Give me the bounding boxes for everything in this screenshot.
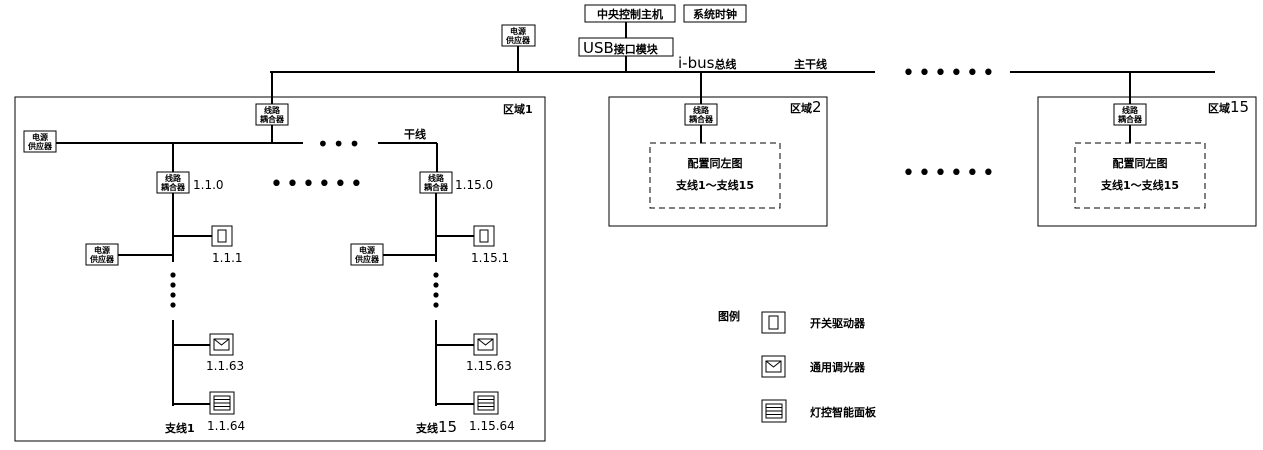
line15-power-line2: 供应器 [354,254,380,264]
line1-dev64-addr: 1.1.64 [207,419,245,433]
system-clock-label: 系统时钟 [693,7,737,21]
line15-vdot [433,282,439,288]
line1-vdot [170,282,176,288]
area1-power-line2: 供应器 [27,141,53,151]
lines-ellipsis: •••••• [270,172,366,197]
line15-power-line1: 电源 [359,245,375,255]
areas-ellipsis: •••••• [902,161,998,186]
area2-label: 区域2 [790,98,822,116]
line15-coupler-addr: 1.15.0 [455,178,493,192]
main-trunk-label: 主干线 [794,57,827,71]
area15-coupler-line2: 耦合器 [1118,114,1143,124]
line15-vdot [433,292,439,298]
area2-coupler-line1: 线路 [693,105,710,115]
area1-power-supply [23,130,57,153]
line15-vdot [433,272,439,278]
line1-dev1-addr: 1.1.1 [212,251,243,265]
line15-coupler-line2: 耦合器 [424,182,449,192]
area15-config-range: 支线1～支线15 [1100,178,1179,192]
legend-dimmer-inner [765,360,782,373]
line1-name: 支线1 [164,421,195,435]
area1-trunk-ellipsis: ••• [317,132,364,156]
line1-vdot [170,302,176,308]
line1-dev1-switch-inner [217,229,227,243]
line1-coupler-line1: 线路 [165,173,182,183]
legend-switch-inner [768,315,779,330]
area1-coupler-line1: 线路 [264,105,281,115]
area1-coupler-line2: 耦合器 [260,114,285,124]
line1-power-line2: 供应器 [89,254,115,264]
trunk-ellipsis: •••••• [902,61,998,86]
system-clock-box [683,4,747,23]
legend-panel-label: 灯控智能面板 [810,405,877,419]
legend-dimmer-label: 通用调光器 [810,360,866,374]
power-supply-top-line1: 电源 [510,26,526,36]
line1-dev63-addr: 1.1.63 [206,359,244,373]
area1-trunk-label: 干线 [404,127,426,141]
area15-coupler-line1: 线路 [1122,105,1139,115]
line1-dev1-switch-icon [211,225,233,247]
area2-coupler-line2: 耦合器 [689,114,714,124]
line1-coupler-line2: 耦合器 [161,182,186,192]
area15-config-box [1074,142,1206,209]
usb-module-label: USB接口模块 [583,39,659,57]
line1-dev63-dimmer-mark [213,338,230,346]
area15-box [1037,96,1257,227]
line15-vdot [433,302,439,308]
line15-dev63-dimmer-mark [477,338,494,346]
line15-dev64-addr: 1.15.64 [469,419,515,433]
legend-dimmer-mark [765,360,782,368]
line1-power-line1: 电源 [94,245,110,255]
line1-vdot [170,272,176,278]
line15-dev1-switch-icon [473,225,495,247]
line1-dev63-dimmer-inner [213,338,230,351]
area15-label: 区域15 [1208,98,1249,116]
area1-label: 区域1 [503,102,533,116]
central-controller-box [584,4,676,23]
ibus-label: i-bus总线 [678,54,736,72]
line15-dev1-addr: 1.15.1 [471,251,509,265]
area15-config-title: 配置同左图 [1113,156,1168,170]
line15-dev63-addr: 1.15.63 [466,359,512,373]
line15-coupler-line1: 线路 [428,173,445,183]
line15-dev1-switch-inner [479,229,489,243]
line15-name: 支线15 [415,418,457,436]
area2-config-range: 支线1～支线15 [675,178,754,192]
line1-coupler-addr: 1.1.0 [193,178,224,192]
area2-config-title: 配置同左图 [688,156,743,170]
area1-box [14,96,546,442]
central-controller-label: 中央控制主机 [597,7,663,21]
legend-title: 图例 [718,309,740,323]
area2-box [608,96,828,227]
line15-dev63-dimmer-inner [477,338,494,351]
area2-config-box [649,142,781,209]
area1-power-line1: 电源 [32,132,48,142]
line1-vdot [170,292,176,298]
power-supply-top-line2: 供应器 [505,35,531,45]
legend-switch-label: 开关驱动器 [810,316,866,330]
legend-switch-icon [761,311,786,334]
